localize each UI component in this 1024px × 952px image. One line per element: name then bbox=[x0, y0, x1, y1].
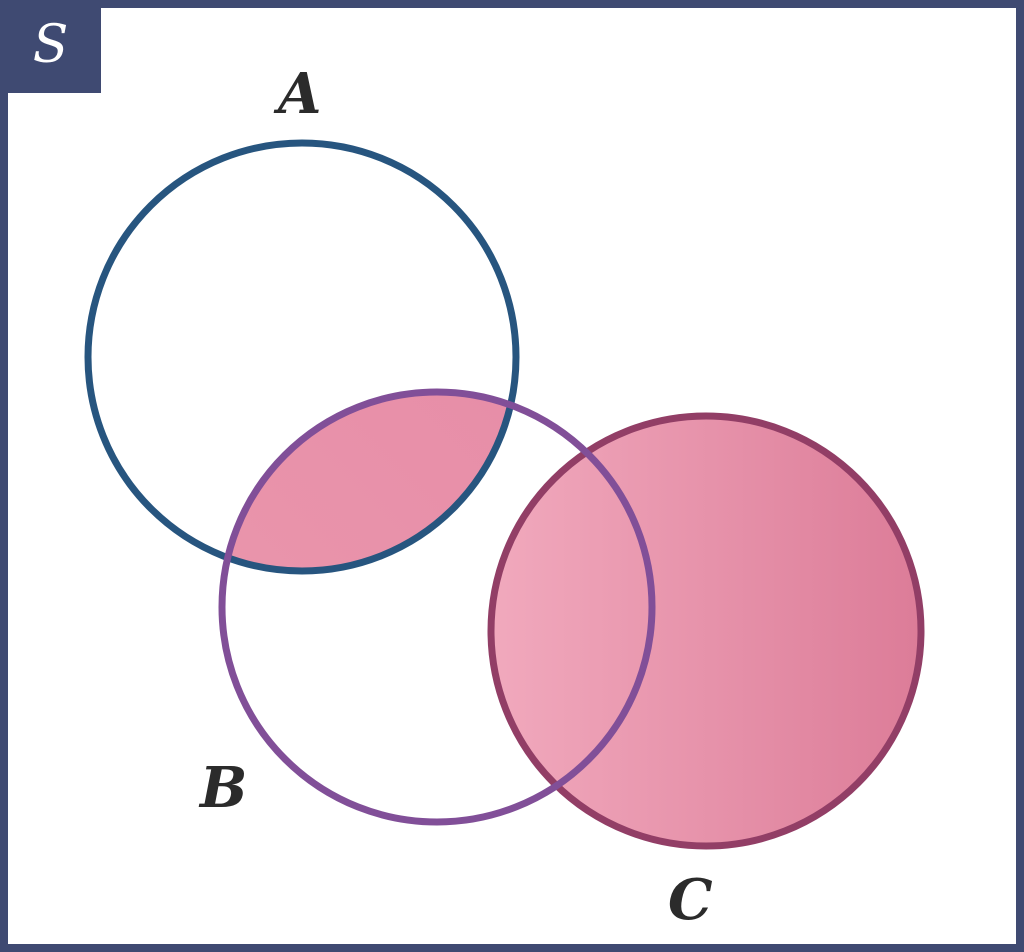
universal-set-label: S bbox=[32, 14, 69, 75]
circle-c bbox=[487, 412, 925, 850]
set-a-label: A bbox=[278, 61, 322, 127]
set-b-label: B bbox=[200, 755, 248, 821]
set-c-label: C bbox=[668, 867, 713, 933]
circle-b bbox=[218, 388, 656, 826]
universal-set-badge: S bbox=[0, 0, 101, 93]
region-c bbox=[491, 416, 921, 846]
region-a-intersect-b bbox=[222, 392, 516, 571]
circle-a bbox=[84, 139, 520, 575]
